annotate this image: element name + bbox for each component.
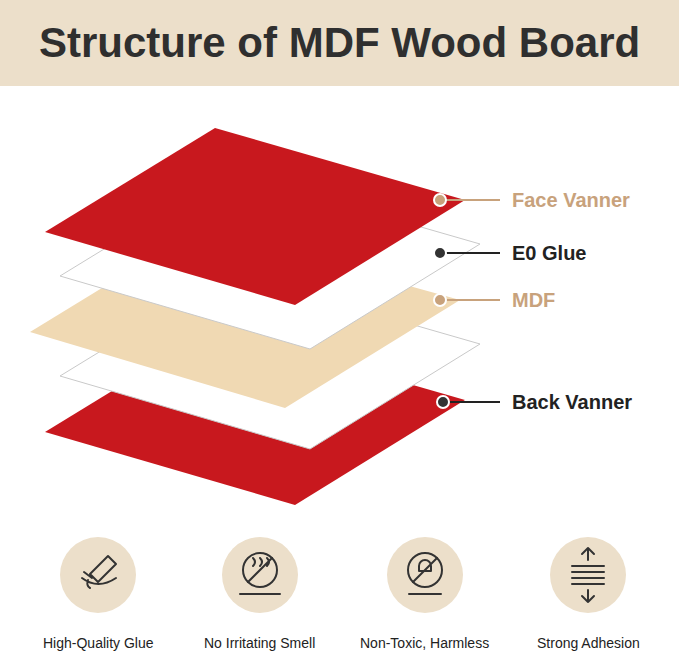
- icon-circle: [387, 537, 463, 613]
- layer-label: Back Vanner: [512, 391, 632, 414]
- feature-caption: Non-Toxic, Harmless: [360, 635, 489, 651]
- layer-label: MDF: [512, 289, 555, 312]
- title: Structure of MDF Wood Board: [39, 19, 640, 67]
- toxic-icon: [409, 558, 441, 594]
- layer-label: Face Vanner: [512, 189, 630, 212]
- leader-line: [440, 252, 500, 254]
- leader-line: [440, 299, 500, 301]
- icon-circle: [222, 537, 298, 613]
- leader-dot: [434, 247, 446, 259]
- feature-caption: High-Quality Glue: [43, 635, 154, 651]
- smell-icon: [240, 558, 280, 594]
- leader-dot: [434, 194, 446, 206]
- leader-line: [440, 199, 500, 201]
- adhesion-icon: [572, 548, 604, 602]
- icon-circle: [550, 537, 626, 613]
- icon-circle: [60, 537, 136, 613]
- title-band: [0, 0, 679, 86]
- board-layers: [30, 128, 480, 505]
- leader-dot: [437, 396, 449, 408]
- leader-dot: [434, 294, 446, 306]
- feature-icons: [60, 537, 626, 613]
- leader-line: [443, 401, 500, 403]
- leader-lines: [434, 194, 500, 408]
- glue-icon: [82, 556, 116, 588]
- layer-label: E0 Glue: [512, 242, 586, 265]
- feature-caption: Strong Adhesion: [537, 635, 640, 651]
- face-veneer-sheet: [45, 128, 465, 305]
- feature-caption: No Irritating Smell: [204, 635, 315, 651]
